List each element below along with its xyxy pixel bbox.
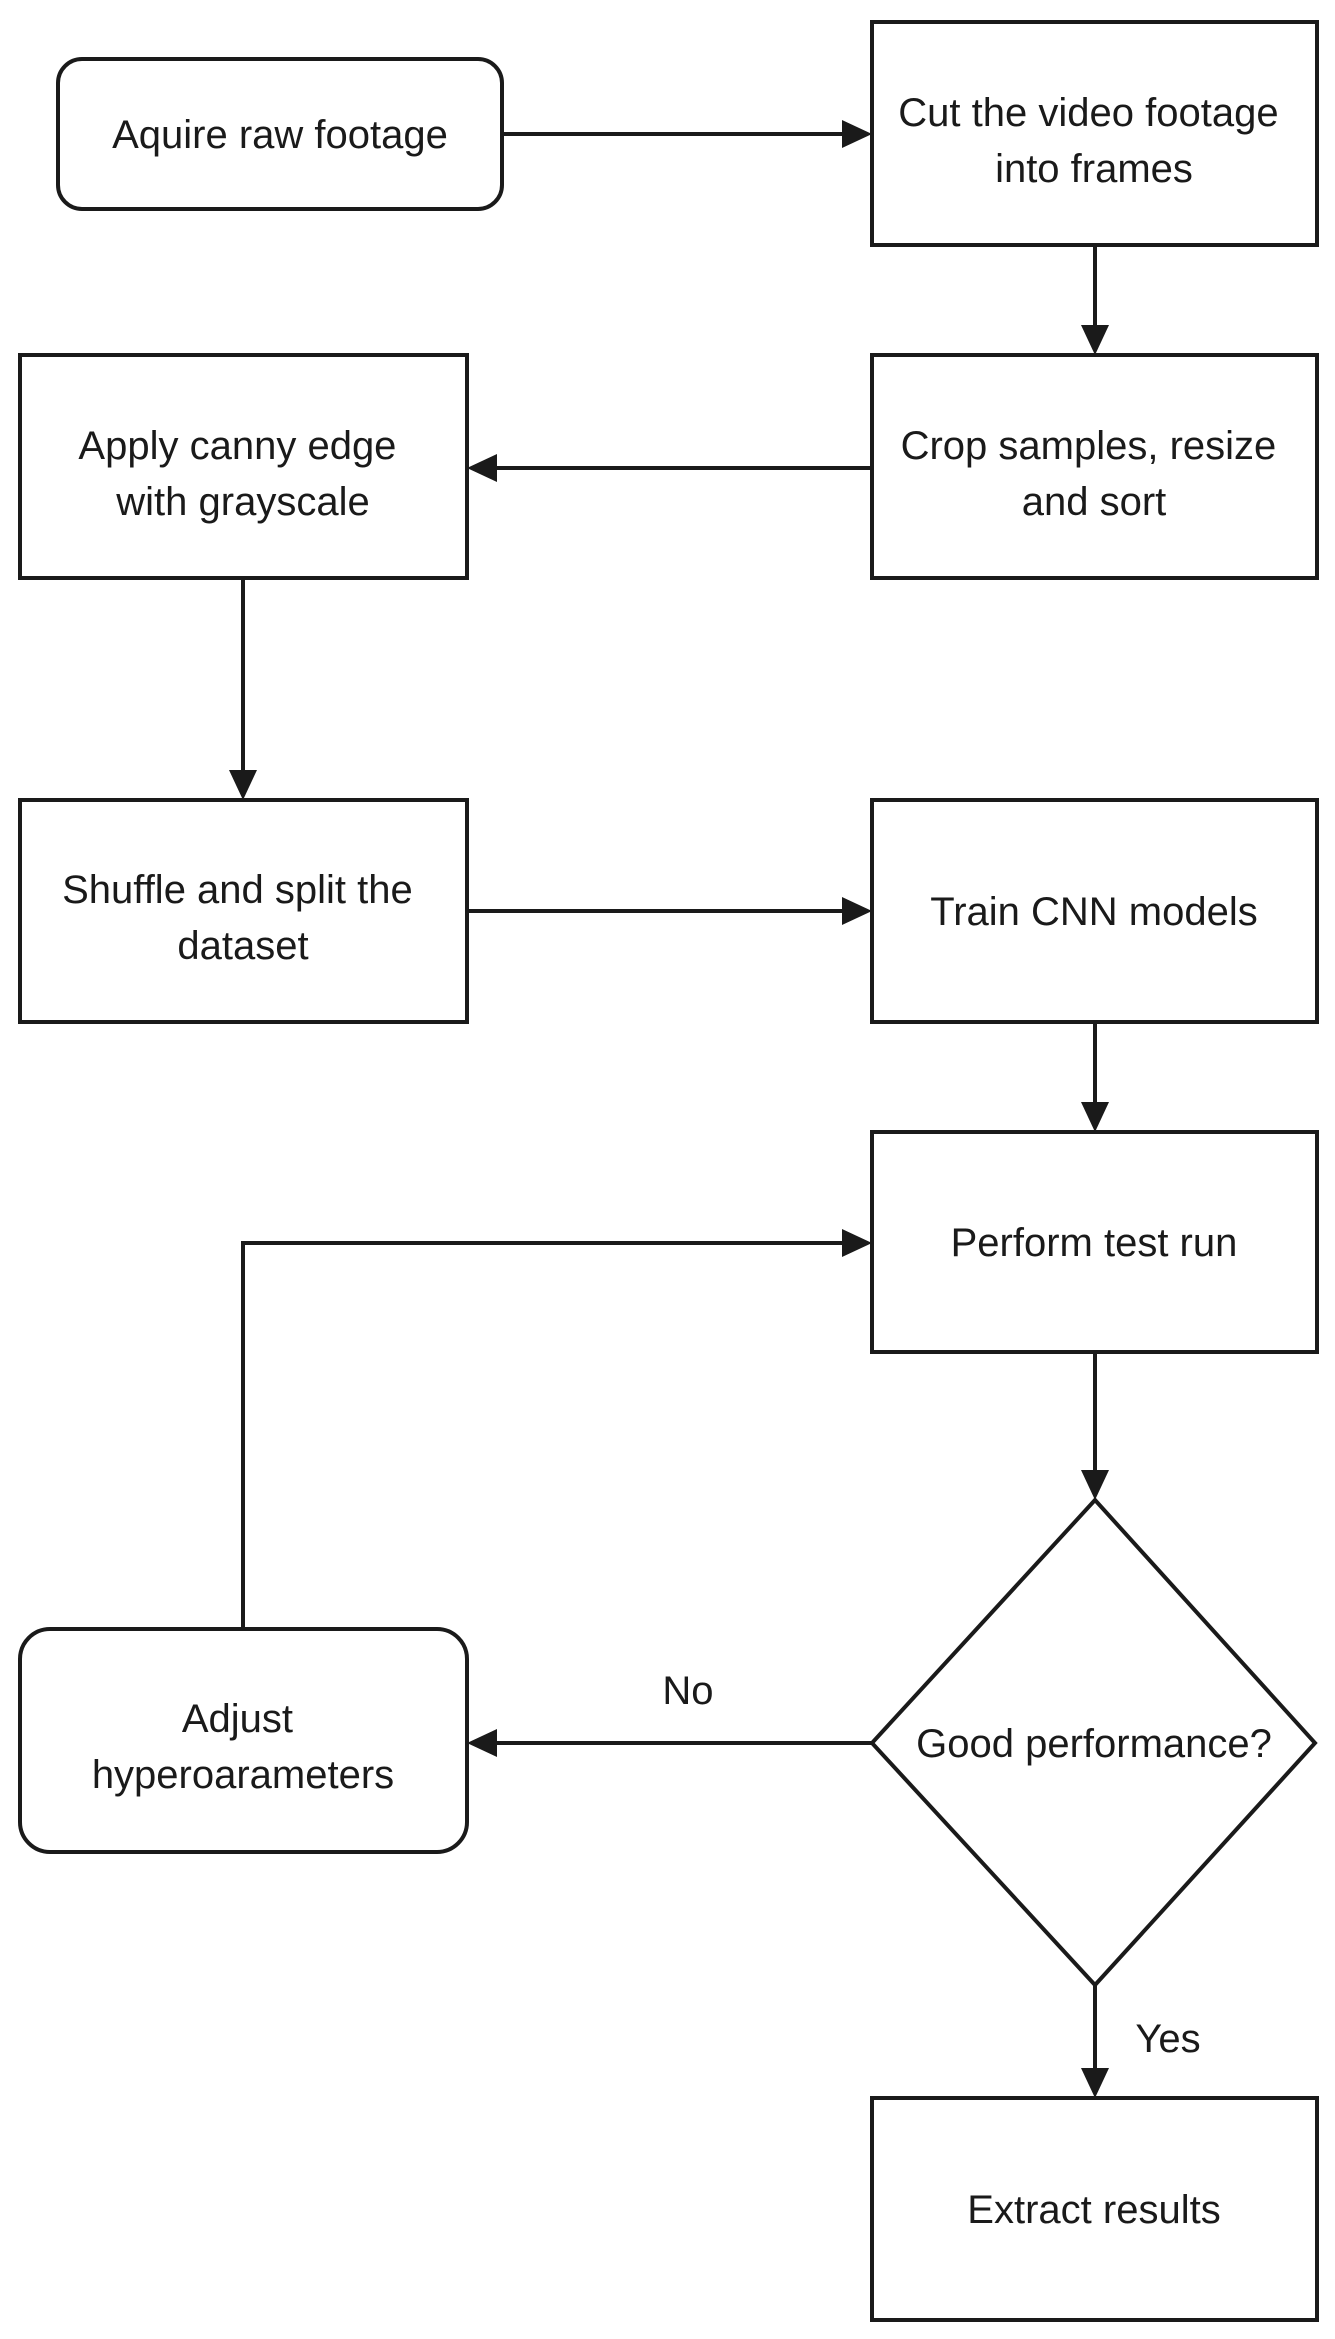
node-canny-shape bbox=[18, 353, 469, 580]
arrowhead-test-to-decision bbox=[1081, 1470, 1109, 1500]
node-acquire-label: Aquire raw footage bbox=[112, 113, 448, 157]
arrowhead-crop-to-canny bbox=[467, 454, 497, 482]
arrowhead-train-to-test bbox=[1081, 1102, 1109, 1132]
node-adjust-shape bbox=[18, 1627, 469, 1854]
node-crop: Crop samples, resize and sort bbox=[870, 353, 1319, 580]
arrowhead-canny-to-shuffle bbox=[229, 770, 257, 800]
node-shuffle: Shuffle and split the dataset bbox=[18, 798, 469, 1024]
edge-label-yes: Yes bbox=[1135, 2017, 1200, 2061]
node-test-label: Perform test run bbox=[951, 1221, 1238, 1265]
node-train-label: Train CNN models bbox=[930, 890, 1257, 934]
node-crop-shape bbox=[870, 353, 1319, 580]
node-acquire: Aquire raw footage bbox=[56, 57, 504, 211]
arrowhead-adjust-to-test bbox=[842, 1229, 872, 1257]
node-canny: Apply canny edge with grayscale bbox=[18, 353, 469, 580]
node-test-shape bbox=[870, 1130, 1319, 1354]
node-crop-label: Crop samples, resize and sort bbox=[901, 424, 1288, 524]
arrowhead-decision-to-adjust bbox=[467, 1729, 497, 1757]
arrowhead-shuffle-to-train bbox=[842, 897, 872, 925]
node-extract-label: Extract results bbox=[967, 2188, 1220, 2232]
node-cut-shape bbox=[870, 20, 1319, 247]
node-decision: Good performance? bbox=[869, 1497, 1318, 1988]
node-canny-label: Apply canny edge with grayscale bbox=[78, 424, 407, 524]
node-decision-shape bbox=[869, 1497, 1318, 1988]
arrowhead-decision-to-extract bbox=[1081, 2068, 1109, 2098]
node-train: Train CNN models bbox=[870, 798, 1319, 1024]
node-acquire-shape bbox=[56, 57, 504, 211]
node-decision-label: Good performance? bbox=[916, 1722, 1272, 1766]
edge-label-no: No bbox=[662, 1669, 713, 1713]
node-test: Perform test run bbox=[870, 1130, 1319, 1354]
node-extract-shape bbox=[870, 2096, 1319, 2322]
node-shuffle-label: Shuffle and split the dataset bbox=[62, 868, 424, 968]
node-shuffle-shape bbox=[18, 798, 469, 1024]
node-cut-label: Cut the video footage into frames bbox=[898, 91, 1289, 191]
edges bbox=[229, 120, 1109, 2098]
edge-adjust-to-test bbox=[241, 1241, 842, 1629]
node-extract: Extract results bbox=[870, 2096, 1319, 2322]
node-adjust-label: Adjust hyperoarameters bbox=[92, 1697, 394, 1797]
node-adjust: Adjust hyperoarameters bbox=[18, 1627, 469, 1854]
node-train-shape bbox=[870, 798, 1319, 1024]
node-cut: Cut the video footage into frames bbox=[870, 20, 1319, 247]
arrowhead-acquire-to-cut bbox=[842, 120, 872, 148]
arrowhead-cut-to-crop bbox=[1081, 325, 1109, 355]
